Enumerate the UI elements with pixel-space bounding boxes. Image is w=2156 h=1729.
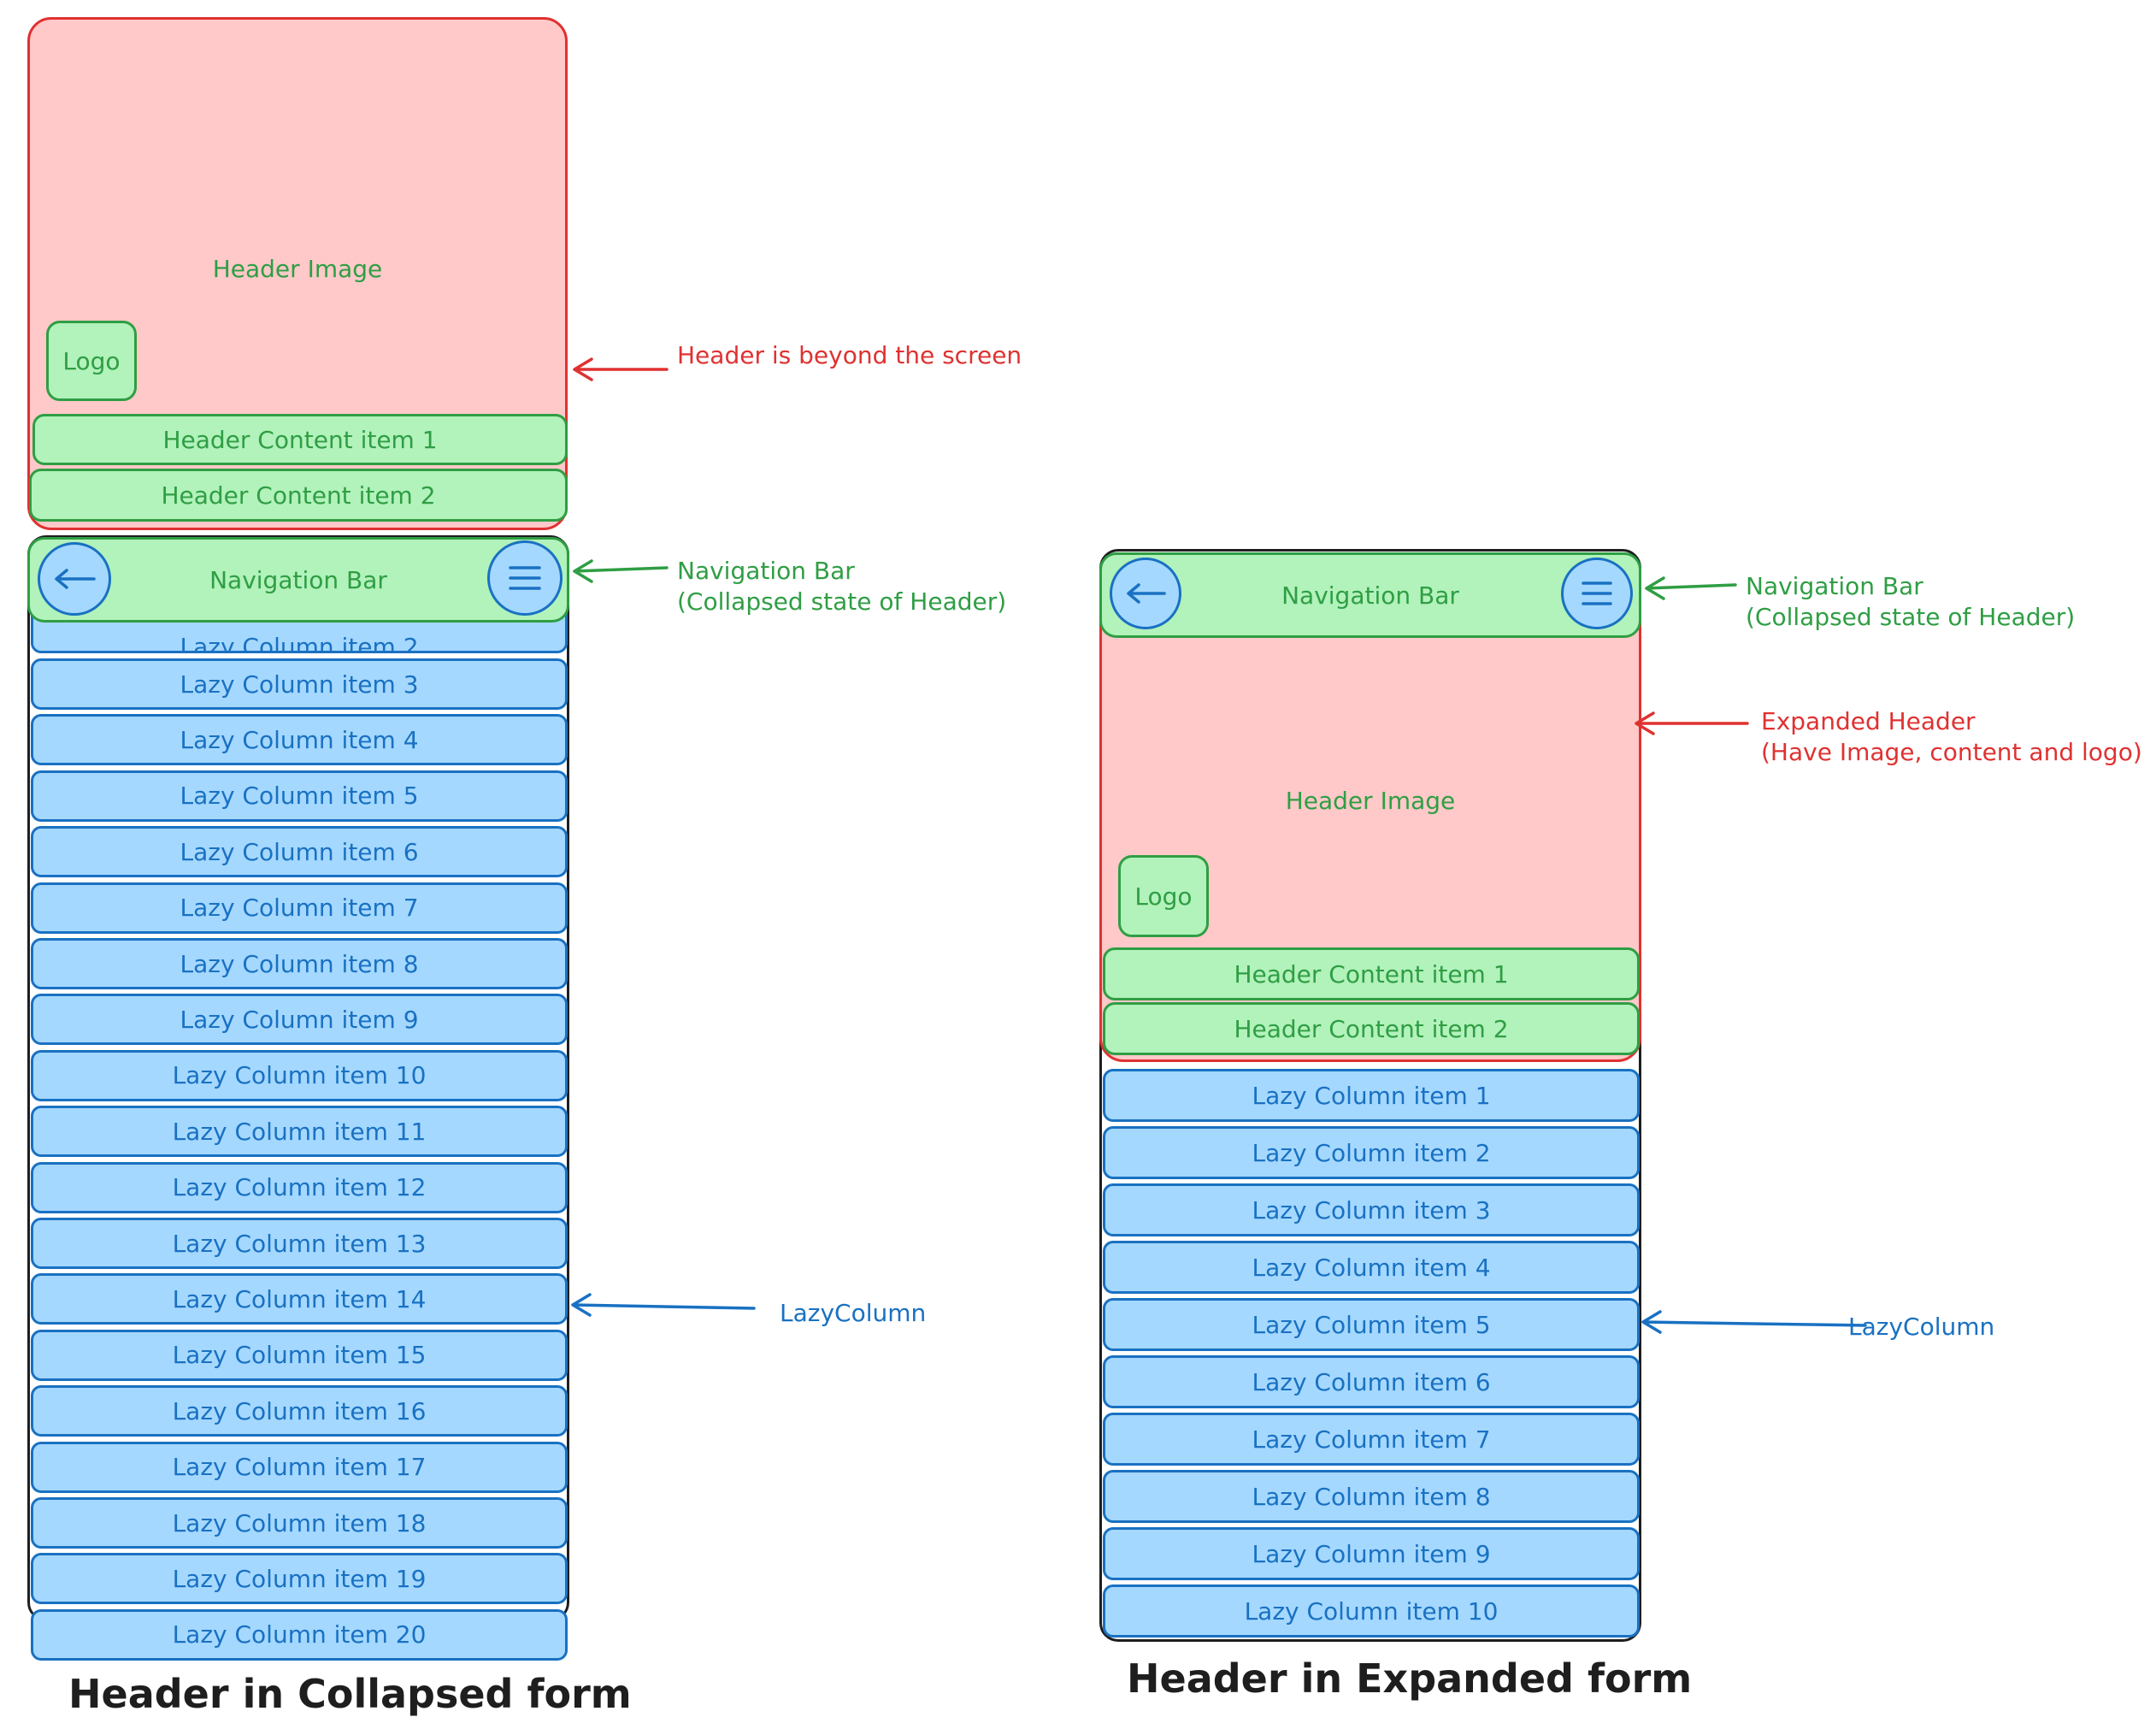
lazy-column-item-15[interactable]: Lazy Column item 17 [31,1441,568,1493]
expanded-header-content-1: Header Content item 1 [1103,947,1640,1000]
expanded-nav-bar-label: Navigation Bar [1281,581,1459,610]
header-beyond-note: Header is beyond the screen [677,341,1022,369]
expanded-header-note-line2: (Have Image, content and logo) [1761,738,2142,766]
collapsed-menu-button[interactable] [487,540,563,616]
lazy-column-item-17[interactable]: Lazy Column item 19 [31,1553,568,1605]
lazy-column-item-9[interactable]: Lazy Column item 11 [31,1106,568,1158]
lazy-column-item-3[interactable]: Lazy Column item 5 [31,770,568,822]
lazy-column-item-1[interactable]: Lazy Column item 1 [1103,1069,1640,1122]
expanded-header-image-label: Header Image [1285,787,1456,815]
lazy-column-item-4[interactable]: Lazy Column item 6 [31,826,568,878]
lazy-column-item-10[interactable]: Lazy Column item 12 [31,1161,568,1213]
collapsed-lazy-column-note: LazyColumn [780,1299,927,1327]
collapsed-annotation-arrows [571,357,756,1317]
lazy-column-item-12[interactable]: Lazy Column item 14 [31,1273,568,1325]
lazy-column-item-11[interactable]: Lazy Column item 13 [31,1218,568,1269]
lazy-column-item-2[interactable]: Lazy Column item 4 [31,714,568,766]
lazy-column-item-6[interactable]: Lazy Column item 6 [1103,1355,1640,1408]
expanded-nav-note-line1: Navigation Bar [1746,572,1923,600]
collapsed-nav-note-line1: Navigation Bar [677,557,855,585]
collapsed-back-button[interactable] [38,542,111,616]
lazy-column-item-10[interactable]: Lazy Column item 10 [1103,1584,1640,1638]
expanded-nav-note-line2: (Collapsed state of Header) [1746,603,2076,631]
collapsed-header-content-1: Header Content item 1 [32,414,568,465]
collapsed-diagram: Header Image Logo Header Content item 1 … [0,0,1069,1729]
lazy-column-item-8[interactable]: Lazy Column item 10 [31,1049,568,1101]
nav-bar-arrow [573,559,669,583]
expanded-lazy-column-note: LazyColumn [1848,1313,1995,1341]
collapsed-header-content-2: Header Content item 2 [29,469,568,522]
expanded-logo: Logo [1118,855,1209,937]
collapsed-nav-note-line2: (Collapsed state of Header) [677,587,1007,616]
lazy-column-item-5[interactable]: Lazy Column item 7 [31,882,568,934]
expanded-annotation-arrows [1635,576,1867,1334]
collapsed-partial-item-label: Lazy Column item 2 [180,633,419,653]
arrow-left-icon [55,569,96,589]
arrow-left-icon [1127,583,1166,604]
collapsed-caption: Header in Collapsed form [68,1671,632,1717]
lazy-column-item-5[interactable]: Lazy Column item 5 [1103,1298,1640,1351]
lazy-column-item-8[interactable]: Lazy Column item 8 [1103,1470,1640,1523]
expanded-diagram: Navigation Bar Header Image Logo Header … [1069,0,2156,1729]
lazy-column-item-3[interactable]: Lazy Column item 3 [1103,1183,1640,1236]
expanded-phone-frame [1099,549,1641,1642]
expanded-nav-bar-arrow [1645,576,1737,600]
hamburger-menu-icon [509,566,541,590]
lazy-column-item-1[interactable]: Lazy Column item 3 [31,658,568,710]
expanded-header-content-2: Header Content item 2 [1103,1002,1640,1055]
hamburger-menu-icon [1582,581,1612,605]
expanded-header-arrow [1635,711,1749,735]
lazy-column-item-6[interactable]: Lazy Column item 8 [31,938,568,989]
lazy-column-item-9[interactable]: Lazy Column item 9 [1103,1527,1640,1580]
lazy-column-item-18[interactable]: Lazy Column item 20 [31,1608,568,1661]
lazy-column-item-14[interactable]: Lazy Column item 16 [31,1385,568,1437]
lazy-column-item-16[interactable]: Lazy Column item 18 [31,1497,568,1549]
expanded-back-button[interactable] [1110,558,1181,629]
lazy-column-arrow [571,1293,756,1317]
expanded-header-note-line1: Expanded Header [1761,707,1976,735]
expanded-caption: Header in Expanded form [1127,1655,1693,1702]
collapsed-logo: Logo [46,321,137,401]
collapsed-header-image-label: Header Image [212,255,383,283]
lazy-column-item-4[interactable]: Lazy Column item 4 [1103,1241,1640,1294]
expanded-navigation-bar: Navigation Bar [1099,552,1641,638]
lazy-column-item-7[interactable]: Lazy Column item 7 [1103,1413,1640,1466]
collapsed-navigation-bar: Navigation Bar [27,537,569,623]
lazy-column-item-7[interactable]: Lazy Column item 9 [31,994,568,1046]
expanded-menu-button[interactable] [1561,558,1633,629]
expanded-lazy-column-arrow [1641,1310,1867,1334]
header-beyond-arrow [573,357,669,381]
lazy-column-item-2[interactable]: Lazy Column item 2 [1103,1126,1640,1179]
lazy-column-item-13[interactable]: Lazy Column item 15 [31,1329,568,1381]
collapsed-nav-bar-label: Navigation Bar [209,565,387,594]
